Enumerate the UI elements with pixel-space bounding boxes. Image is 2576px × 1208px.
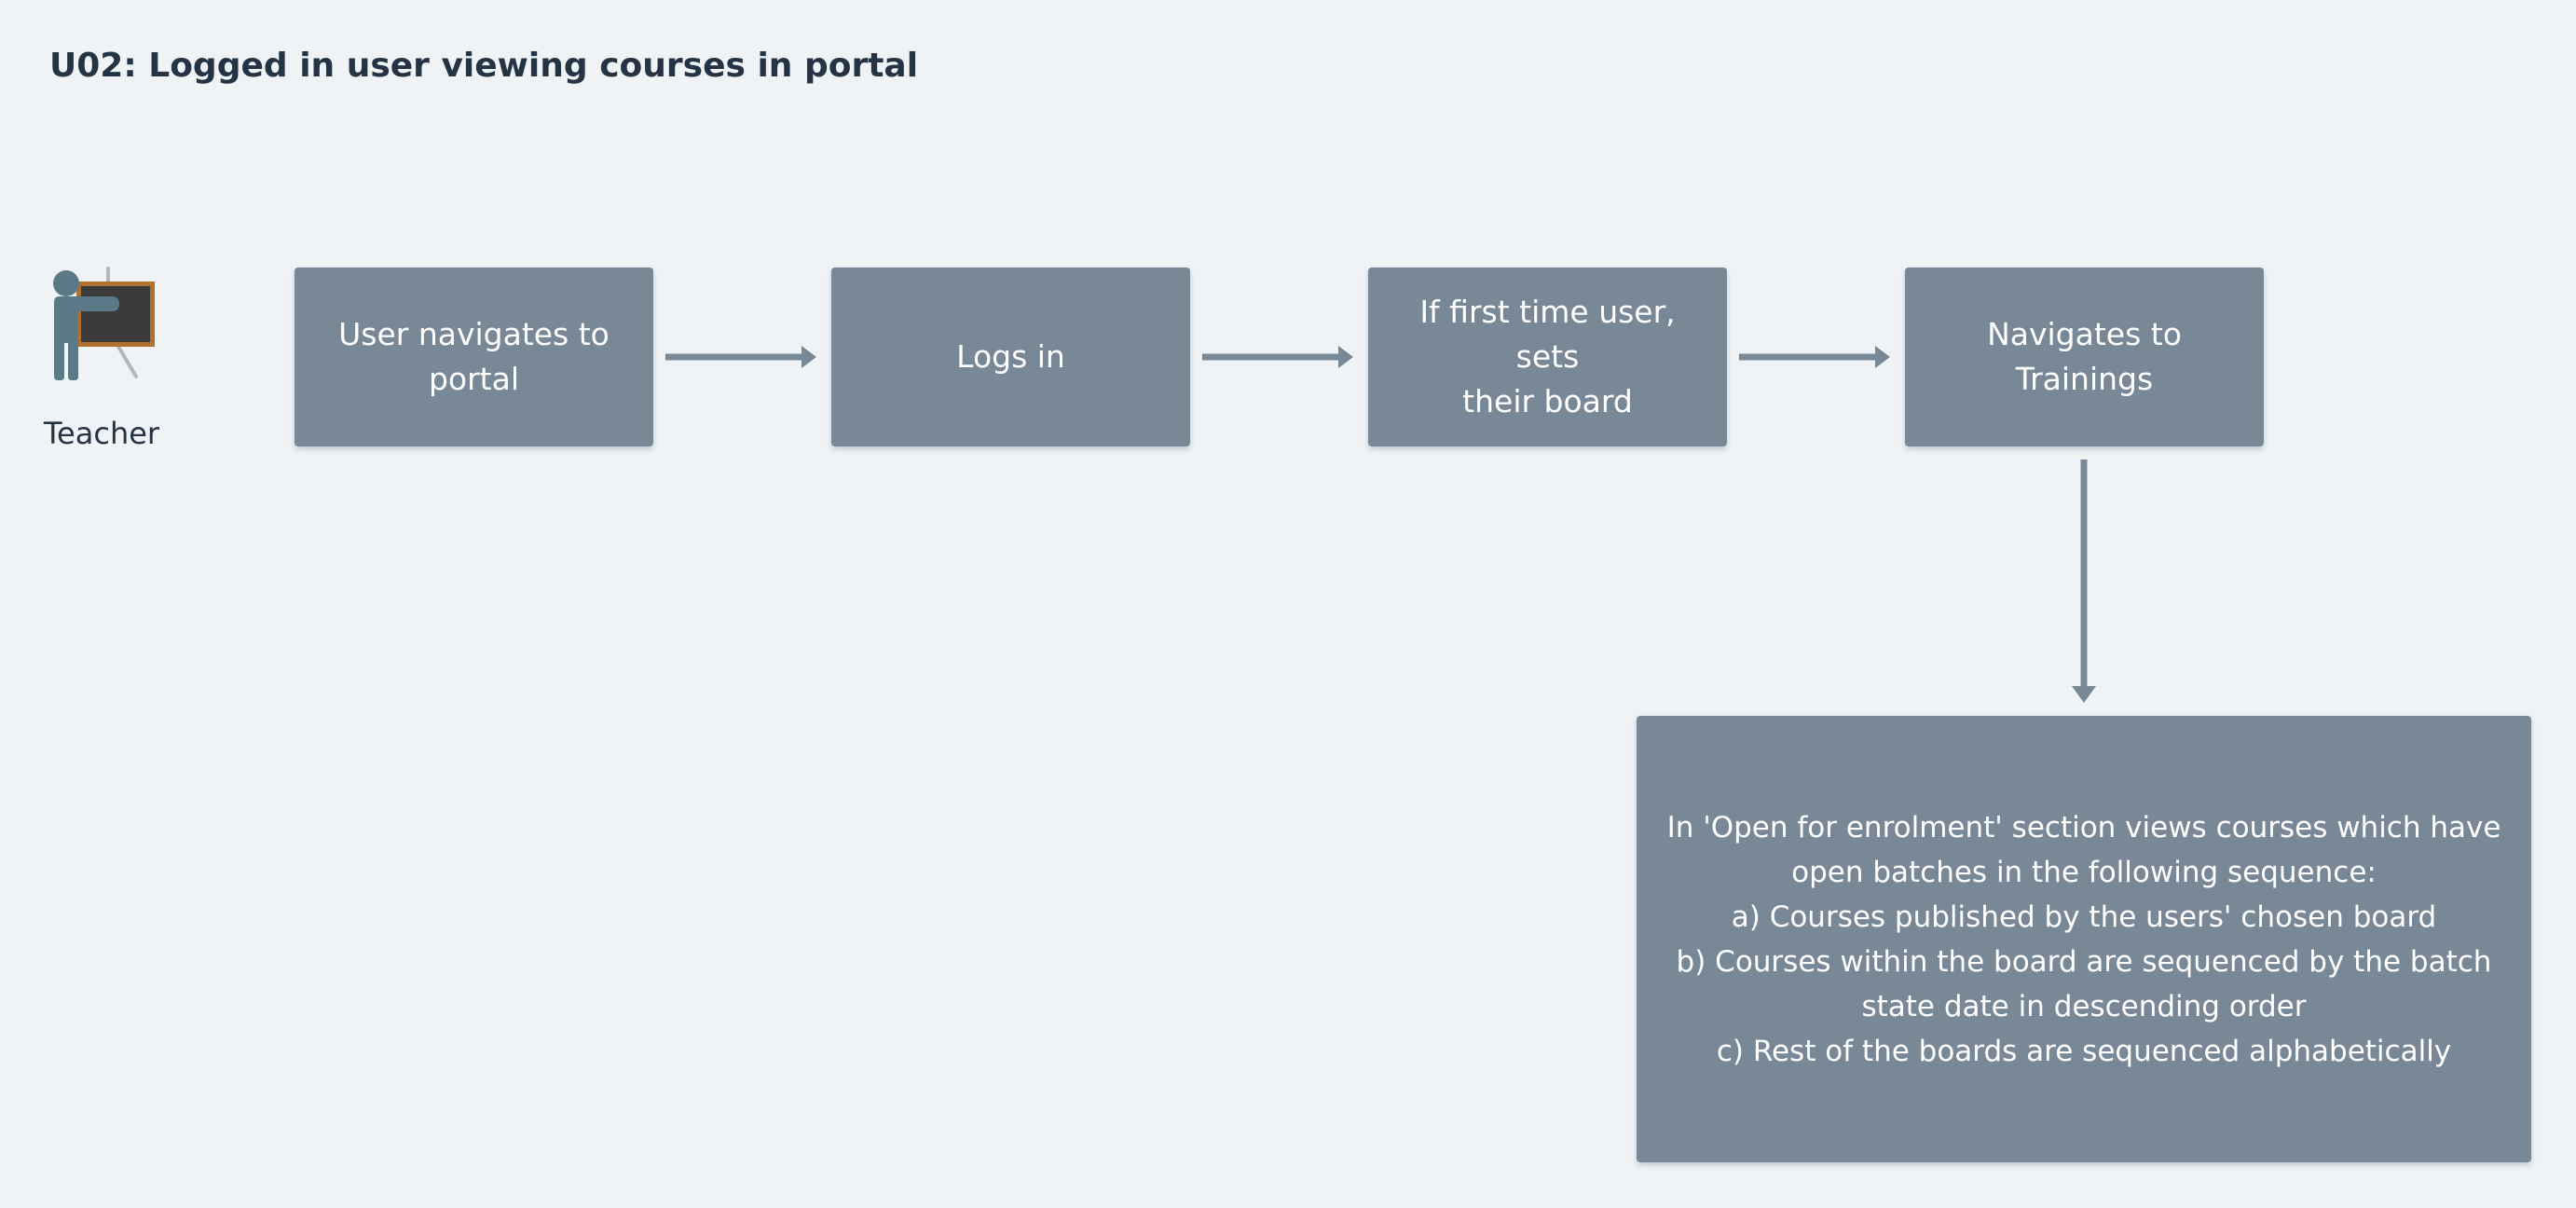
arrow-login-to-board	[1202, 346, 1353, 368]
arrow-portal-to-login	[665, 346, 816, 368]
step-navigate-to-trainings: Navigates to Trainings	[1905, 268, 2264, 446]
step-logs-in: Logs in	[831, 268, 1190, 446]
arrow-board-to-trainings	[1739, 346, 1890, 368]
teacher-icon	[41, 267, 160, 388]
result-label: In 'Open for enrolment' section views co…	[1666, 810, 2501, 1068]
arrow-trainings-to-result	[2072, 460, 2096, 703]
diagram-title: U02: Logged in user viewing courses in p…	[49, 47, 919, 85]
step-set-board: If first time user, sets their board	[1368, 268, 1727, 446]
step-label: User navigates to portal	[338, 316, 610, 397]
step-label: Logs in	[956, 338, 1065, 375]
step-label: Navigates to Trainings	[1987, 316, 2182, 397]
result-courses-sequence: In 'Open for enrolment' section views co…	[1637, 716, 2531, 1162]
step-label: If first time user, sets their board	[1419, 294, 1676, 419]
step-navigate-to-portal: User navigates to portal	[295, 268, 653, 446]
actor-label: Teacher	[43, 416, 160, 451]
